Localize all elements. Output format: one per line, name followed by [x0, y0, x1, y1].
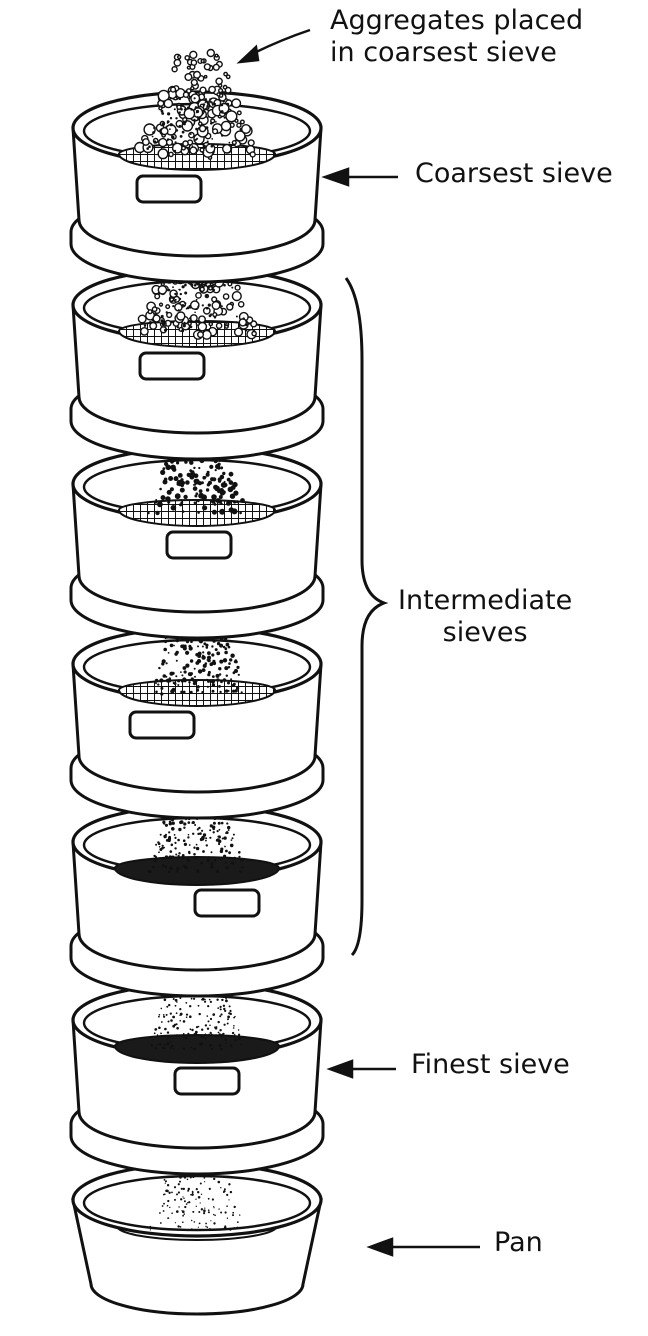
intermediate-sieve [69, 445, 325, 640]
label-pan: Pan [494, 1227, 543, 1258]
sieve-label-window [138, 351, 206, 381]
sieve-label-window [165, 530, 233, 560]
coarsest-arrowhead [321, 167, 350, 187]
label-intermediate-line1: Intermediate [398, 585, 573, 616]
sieve-label-window [135, 174, 203, 204]
label-intermediate-line2: sieves [442, 617, 528, 648]
label-finest-sieve: Finest sieve [411, 1049, 570, 1080]
sieve-label-window [128, 710, 196, 740]
pan-arrowhead [366, 1237, 394, 1257]
aggregates-arrowhead [236, 44, 260, 64]
intermediate-sieve [69, 624, 325, 820]
coarsest-sieve [69, 85, 325, 284]
label-aggregates-line2: in coarsest sieve [330, 37, 557, 68]
sieve-label-window [173, 1066, 241, 1096]
label-aggregates-line1: Aggregates placed [330, 5, 584, 36]
pan [71, 1159, 323, 1316]
finest-sieve [69, 980, 325, 1176]
intermediate-brace [344, 277, 389, 957]
finest-arrowhead [326, 1059, 354, 1079]
label-intermediate-sieves: Intermediate sieves [398, 585, 572, 649]
intermediate-sieve [69, 263, 325, 461]
label-aggregates-placed: Aggregates placed in coarsest sieve [330, 5, 583, 69]
intermediate-sieve [69, 802, 325, 998]
aggregates-falling [170, 48, 231, 97]
aggregates-pointer-arrow [249, 28, 311, 57]
sieve-label-window [193, 888, 261, 918]
label-coarsest-sieve: Coarsest sieve [415, 158, 613, 189]
